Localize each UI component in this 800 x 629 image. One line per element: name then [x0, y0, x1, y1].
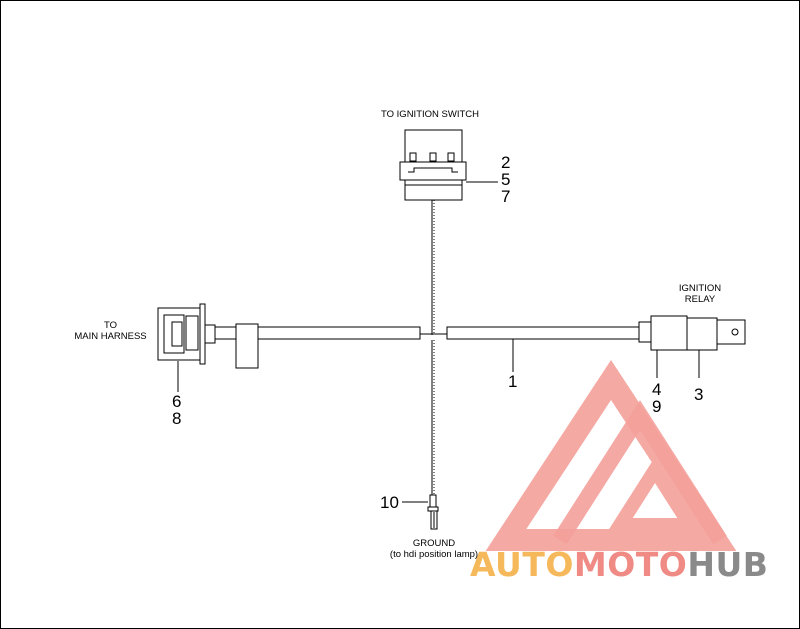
ignition-switch-connector: [399, 129, 467, 201]
callout-4: 4: [652, 380, 662, 399]
label-relay-line2: RELAY: [684, 294, 716, 305]
label-ignition-switch: TO IGNITION SWITCH: [381, 109, 479, 120]
callout-9: 9: [652, 397, 662, 416]
watermark-hub: HUB: [687, 545, 769, 584]
main-harness-connector: [157, 303, 216, 365]
label-ignition-relay: IGNITION RELAY: [672, 283, 728, 305]
watermark-text: AUTOMOTOHUB: [470, 545, 768, 584]
callout-10: 10: [380, 493, 399, 512]
label-main-harness-line2: MAIN HARNESS: [74, 331, 147, 342]
harness-trunk-right: [446, 326, 640, 340]
callout-6: 6: [172, 392, 182, 411]
label-ground: GROUND (to hdi position lamp): [383, 538, 485, 560]
watermark-moto: MOTO: [573, 545, 688, 584]
label-main-harness: TO MAIN HARNESS: [68, 320, 153, 342]
harness-trunk-left: [214, 323, 421, 369]
callout-3: 3: [694, 385, 704, 404]
label-main-harness-line1: TO: [103, 320, 118, 331]
label-relay-line1: IGNITION: [678, 283, 722, 294]
callout-5: 5: [501, 170, 511, 189]
callout-2: 2: [501, 153, 511, 172]
watermark-auto: AUTO: [470, 545, 574, 584]
label-ground-line1: GROUND: [412, 538, 456, 549]
callout-8: 8: [172, 409, 182, 428]
label-ground-line2: (to hdi position lamp): [389, 549, 479, 560]
callout-1: 1: [508, 372, 518, 391]
ignition-relay: [638, 315, 746, 351]
ground-terminal: [427, 494, 439, 530]
callout-7: 7: [501, 187, 511, 206]
